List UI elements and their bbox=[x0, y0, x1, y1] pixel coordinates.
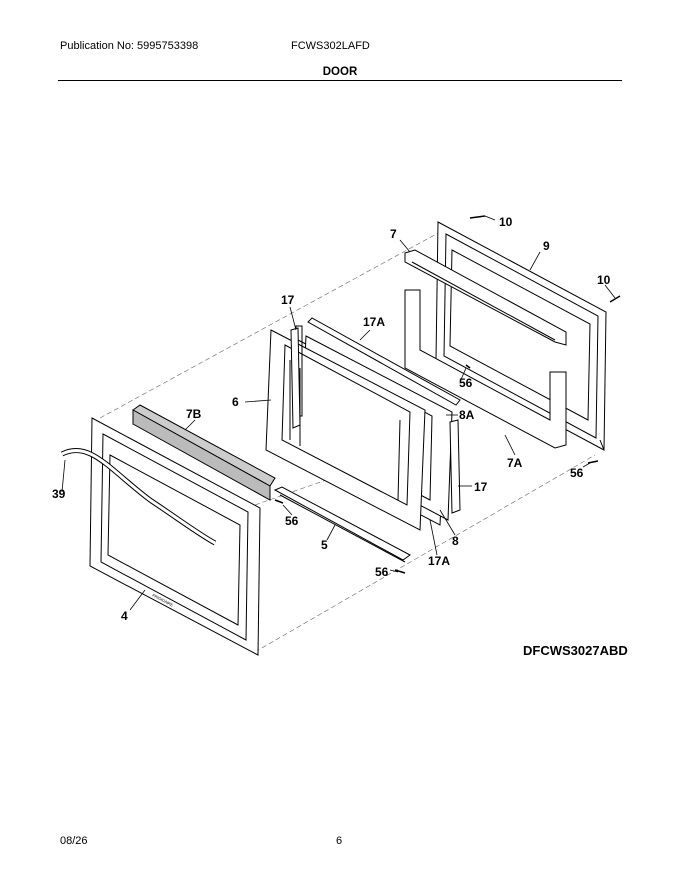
label-10-right: 10 bbox=[597, 273, 611, 287]
leader-lines bbox=[61, 215, 616, 611]
label-56-right: 56 bbox=[570, 466, 584, 480]
part-7b-insulation bbox=[132, 404, 276, 501]
label-56-upper: 56 bbox=[459, 376, 473, 390]
label-39: 39 bbox=[52, 487, 66, 501]
part-7-top-gasket bbox=[404, 249, 567, 346]
model-number: FCWS302LAFD bbox=[291, 40, 370, 52]
label-4: 4 bbox=[121, 609, 128, 623]
label-17-top: 17 bbox=[281, 293, 295, 307]
label-7: 7 bbox=[390, 227, 397, 241]
label-56-left: 56 bbox=[285, 514, 299, 528]
part-17a-top-strip bbox=[307, 317, 461, 406]
part-39-handle bbox=[60, 447, 217, 546]
label-6: 6 bbox=[232, 395, 239, 409]
label-17-bottom: 17 bbox=[474, 480, 488, 494]
footer-date: 08/26 bbox=[60, 835, 88, 847]
part-4-outer-door bbox=[89, 417, 261, 656]
page-number: 6 bbox=[336, 835, 343, 847]
label-56-bottom: 56 bbox=[375, 565, 389, 579]
part-17-side-strips bbox=[290, 327, 461, 514]
label-8a: 8A bbox=[459, 408, 475, 422]
label-9: 9 bbox=[543, 239, 550, 253]
header-rule bbox=[58, 80, 622, 81]
section-title: DOOR bbox=[322, 66, 358, 78]
label-7a: 7A bbox=[507, 456, 523, 470]
part-6-inner-frame bbox=[265, 325, 426, 531]
publication-number: Publication No: 5995753398 bbox=[60, 40, 199, 52]
label-7b: 7B bbox=[186, 407, 202, 421]
part-5-bottom-channel bbox=[273, 486, 411, 563]
label-8: 8 bbox=[452, 534, 459, 548]
label-17a-bottom: 17A bbox=[428, 554, 450, 568]
part-7a-bottom-gasket bbox=[404, 289, 567, 449]
screws bbox=[274, 215, 621, 574]
label-5: 5 bbox=[321, 538, 328, 552]
label-10-top: 10 bbox=[499, 215, 513, 229]
label-17a-top: 17A bbox=[363, 315, 385, 329]
drawing-id: DFCWS3027ABD bbox=[523, 643, 628, 658]
part-labels: 10 7 9 10 17 17A 6 8A 56 7B 7A 56 17 39 … bbox=[52, 215, 611, 623]
